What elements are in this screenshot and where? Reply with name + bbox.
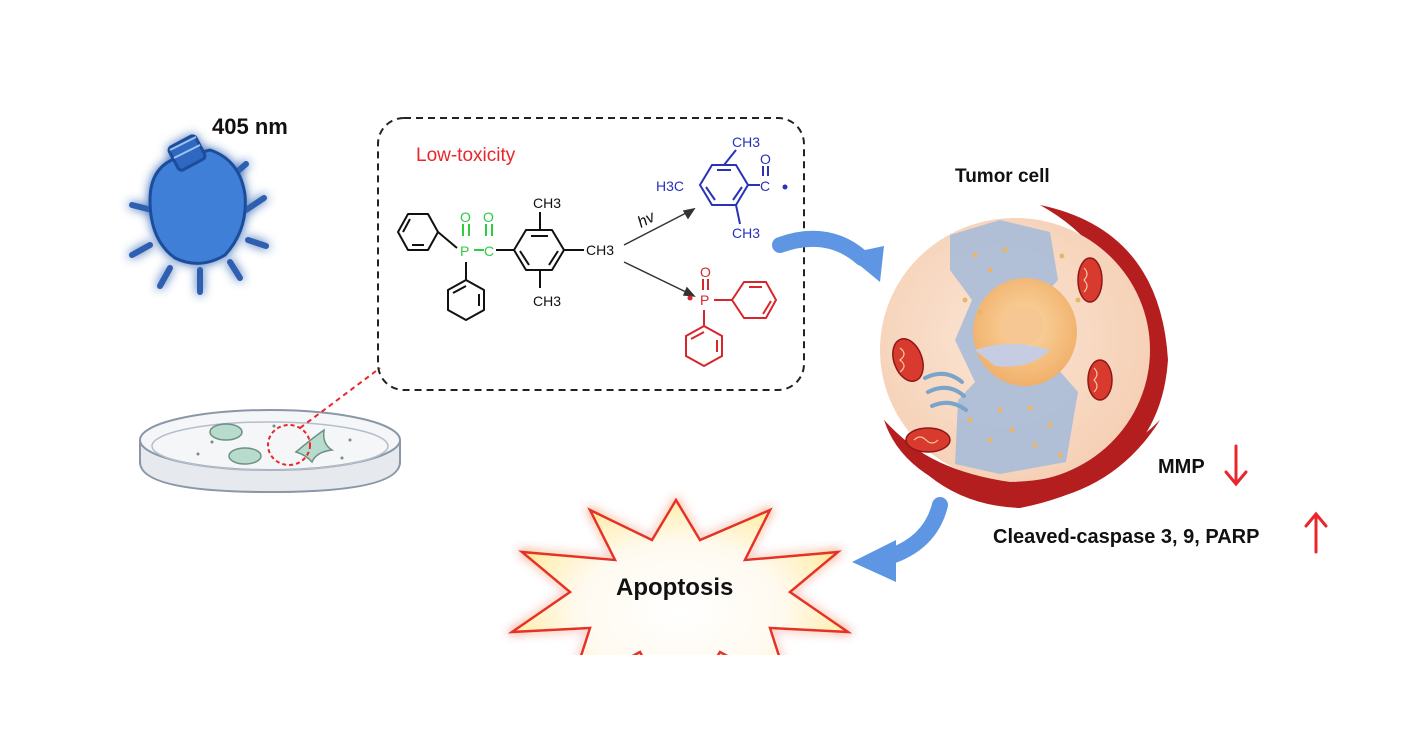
tumor-cell-illustration (880, 205, 1168, 508)
light-bulb-icon (129, 134, 269, 295)
apoptosis-label: Apoptosis (616, 574, 734, 601)
wavelength-label: 405 nm (212, 114, 288, 139)
light-ray (129, 202, 155, 213)
caspase-label: Cleaved-caspase 3, 9, PARP (993, 526, 1260, 548)
tumor-cell-label: Tumor cell (955, 166, 1050, 187)
methyl-label: CH3 (533, 195, 561, 211)
light-ray (243, 195, 267, 213)
carbon-label: C (484, 243, 494, 259)
toxicity-label: Low-toxicity (416, 145, 516, 166)
reaction-arrows (623, 207, 696, 297)
methyl-label: CH3 (732, 225, 760, 241)
light-ray (157, 265, 173, 289)
apoptosis-burst (507, 497, 853, 655)
oxygen-label: O (760, 151, 771, 167)
phosphinoyl-radical (685, 279, 778, 368)
light-ray (227, 259, 243, 281)
light-ray (245, 237, 269, 249)
light-ray (129, 242, 153, 258)
zoom-indicator (267, 367, 381, 466)
tpo-molecule (397, 212, 584, 321)
chem-labels: CH3 CH3 CH3 H3C CH3 CH3 hv O O P C O C O… (460, 134, 771, 309)
oxygen-label: O (700, 264, 711, 280)
methyl-label: CH3 (732, 134, 760, 150)
oxygen-label: O (460, 209, 471, 225)
petri-dish (139, 409, 401, 494)
mmp-down-arrow (1224, 444, 1248, 487)
flow-arrow-to-apoptosis (852, 497, 948, 582)
light-label: hv (635, 208, 659, 231)
phosphorus-label: P (700, 292, 709, 308)
flow-arrow-to-cell (772, 230, 884, 282)
carbon-label: C (760, 178, 770, 194)
reaction-box (377, 117, 805, 391)
benzoyl-radical (698, 149, 788, 225)
oxygen-label: O (483, 209, 494, 225)
mmp-label: MMP (1158, 456, 1205, 478)
methyl-label: H3C (656, 178, 684, 194)
caspase-up-arrow (1304, 511, 1328, 554)
methyl-label: CH3 (586, 242, 614, 258)
methyl-label: CH3 (533, 293, 561, 309)
phosphorus-label: P (460, 243, 469, 259)
